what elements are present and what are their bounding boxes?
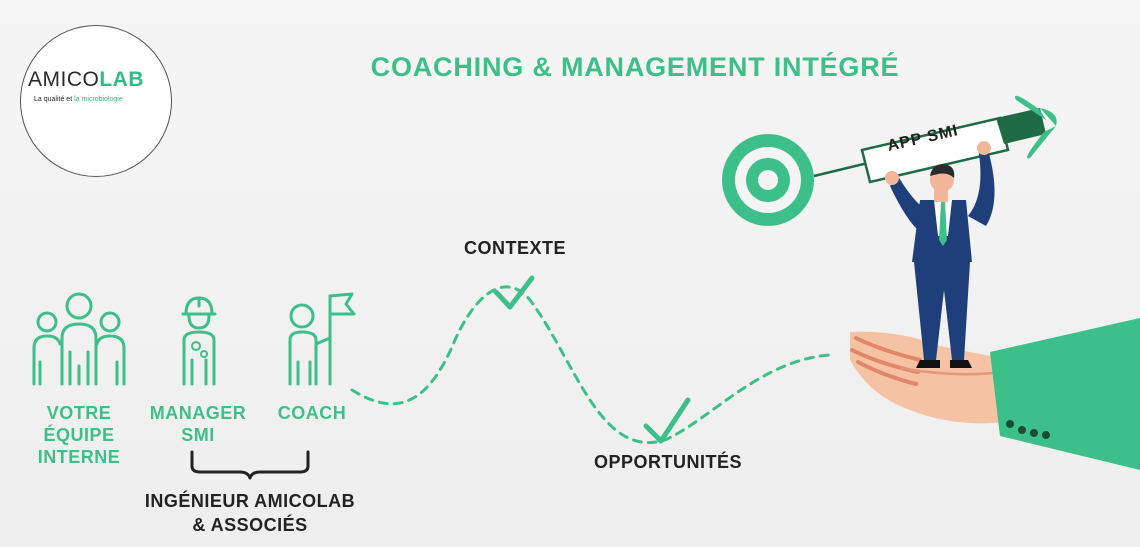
logo-tagline: La qualité et la microbiologie [34, 96, 123, 103]
group-brace [190, 450, 310, 480]
team-label-line: ÉQUIPE [43, 425, 115, 445]
dart-icon [813, 95, 1057, 184]
team-label: VOTRE ÉQUIPE INTERNE [20, 402, 138, 468]
manager-label: MANAGER SMI [138, 402, 258, 446]
progress-path [350, 285, 832, 444]
manager-hardhat-icon [181, 296, 217, 386]
manager-label-line: SMI [181, 425, 215, 445]
team-icon [32, 292, 126, 386]
page-title: COACHING & MANAGEMENT INTÉGRÉ [370, 52, 900, 82]
hand-icon [850, 318, 1140, 470]
group-label: INGÉNIEUR AMICOLAB & ASSOCIÉS [120, 489, 380, 537]
context-check-icon [493, 275, 535, 310]
team-label-line: INTERNE [37, 447, 121, 467]
businessman-icon [885, 141, 995, 368]
coach-flag-icon [288, 292, 356, 386]
target-icon [722, 134, 814, 226]
group-label-line: INGÉNIEUR AMICOLAB [144, 491, 356, 511]
context-label: CONTEXTE [463, 238, 566, 258]
group-label-line: & ASSOCIÉS [192, 515, 308, 535]
manager-label-line: MANAGER [149, 403, 247, 423]
opportunities-label: OPPORTUNITÉS [593, 452, 742, 472]
logo-badge [20, 25, 172, 177]
coach-label: COACH [277, 403, 347, 423]
logo-brand-text: AMICOLAB [28, 68, 145, 91]
team-label-line: VOTRE [46, 403, 112, 423]
opportunities-check-icon [643, 397, 691, 444]
